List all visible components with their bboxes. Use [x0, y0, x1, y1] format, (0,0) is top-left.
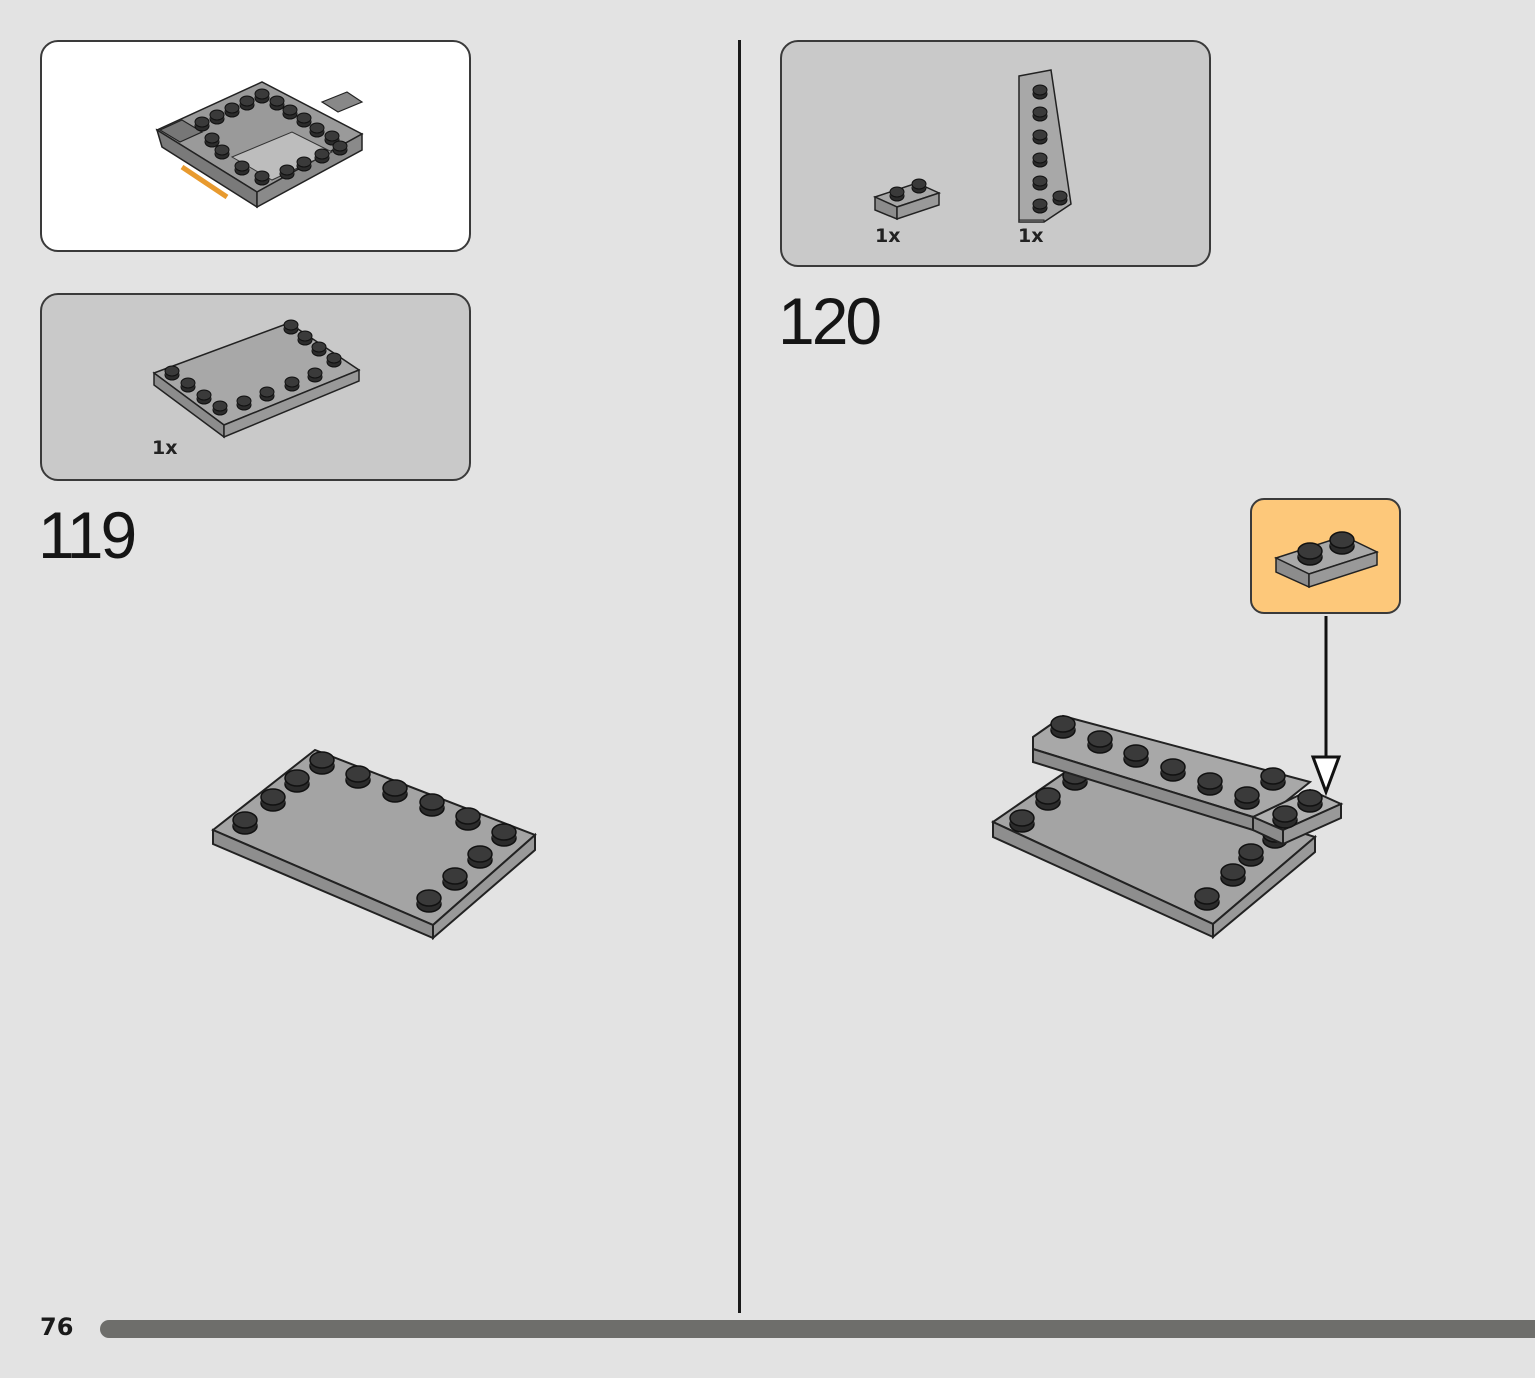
- step-120-model-illustration: [990, 616, 1344, 940]
- plate-1x2-icon: [1273, 531, 1380, 589]
- wedge-plate-icon: [1018, 69, 1072, 223]
- parts-icons: [872, 69, 1072, 223]
- step-119-model-illustration: [211, 748, 537, 941]
- page-number: 76: [40, 1313, 74, 1341]
- parts-list-step-120: 1x 1x: [780, 40, 1211, 267]
- parts-list-step-119: 1x: [40, 293, 471, 481]
- new-part-callout: [1250, 498, 1401, 614]
- part-quantity: 1x: [1018, 225, 1044, 247]
- part-quantity: 1x: [152, 437, 178, 459]
- page-divider: [738, 40, 741, 1313]
- plate-1x2-icon: [872, 178, 942, 221]
- step-number: 119: [38, 498, 137, 572]
- page-progress-bar: [100, 1320, 1535, 1338]
- part-quantity: 1x: [875, 225, 901, 247]
- plate-4x6-icon: [152, 319, 361, 439]
- context-assembly-panel: [40, 40, 471, 252]
- step-number: 120: [778, 284, 882, 358]
- assembly-illustration: [155, 81, 364, 209]
